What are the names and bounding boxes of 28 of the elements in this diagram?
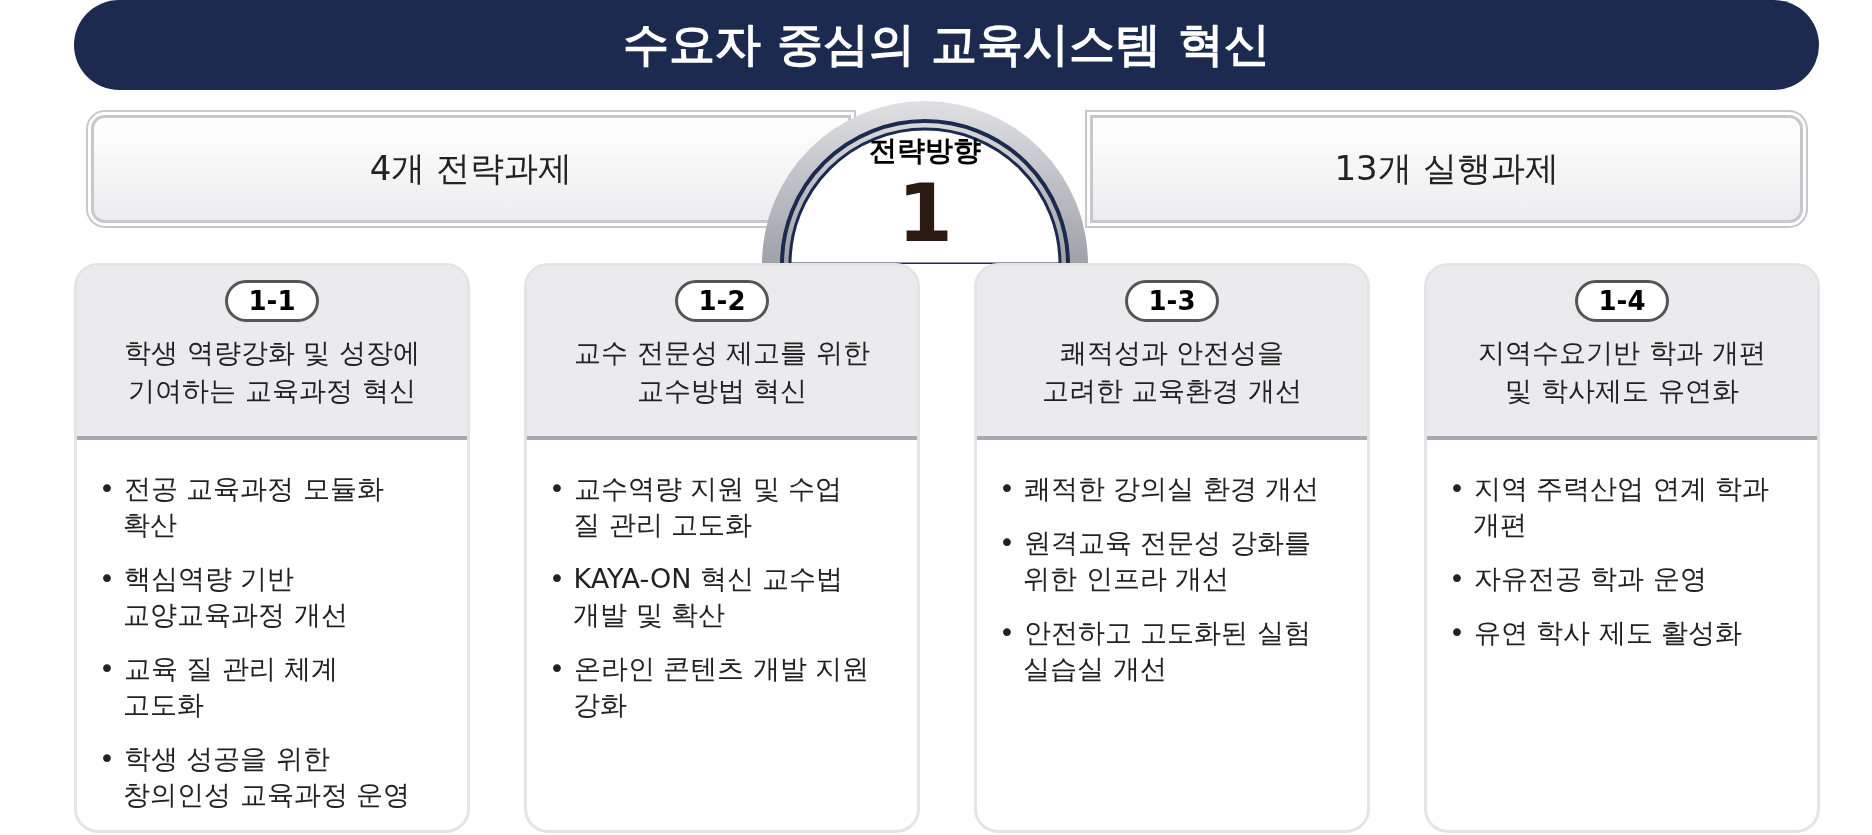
bullet-item: • 학생 성공을 위한 창의인성 교육과정 운영 bbox=[99, 742, 412, 812]
task-card bbox=[524, 263, 920, 833]
bullet-item: • 지역 주력산업 연계 학과 개편 bbox=[1449, 472, 1771, 542]
bullet-item: • 쾌적한 강의실 환경 개선 bbox=[999, 472, 1321, 506]
direction-number: 1 bbox=[896, 166, 954, 262]
bullet-item: • 유연 학사 제도 활성화 bbox=[1449, 616, 1744, 650]
number-badge: 1-3 bbox=[1125, 280, 1219, 322]
bullet-item: • 온라인 콘텐츠 개발 지원 강화 bbox=[549, 652, 871, 722]
bullet-item: • 핵심역량 기반 교양교육과정 개선 bbox=[99, 562, 349, 632]
bullet-item: • 원격교육 전문성 강화를 위한 인프라 개선 bbox=[999, 526, 1312, 596]
bullet-item: • 안전하고 고도화된 실험 실습실 개선 bbox=[999, 616, 1312, 686]
card-heading: 학생 역량강화 및 성장에 기여하는 교육과정 혁신 bbox=[123, 336, 421, 408]
bullet-item: • 전공 교육과정 모듈화 확산 bbox=[99, 472, 385, 542]
card-heading: 지역수요기반 학과 개편 및 학사제도 유연화 bbox=[1477, 336, 1767, 408]
bullet-item: • 자유전공 학과 운영 bbox=[1449, 562, 1708, 596]
direction-label: 전략방향 bbox=[868, 133, 982, 169]
card-heading: 쾌적성과 안전성을 고려한 교육환경 개선 bbox=[1040, 336, 1304, 408]
bullet-item: • 교수역량 지원 및 수업 질 관리 고도화 bbox=[549, 472, 844, 542]
title-banner: 수요자 중심의 교육시스템 혁신 bbox=[74, 0, 1819, 90]
card-heading: 교수 전문성 제고를 위한 교수방법 혁신 bbox=[573, 336, 871, 408]
number-badge: 1-2 bbox=[675, 280, 769, 322]
bullet-item: • KAYA-ON 혁신 교수법 개발 및 확산 bbox=[549, 562, 845, 632]
number-badge: 1-4 bbox=[1575, 280, 1669, 322]
task-card bbox=[1424, 263, 1820, 833]
task-card bbox=[974, 263, 1370, 833]
task-card bbox=[74, 263, 470, 833]
bullet-item: • 교육 질 관리 체계 고도화 bbox=[99, 652, 340, 722]
number-badge: 1-1 bbox=[225, 280, 319, 322]
